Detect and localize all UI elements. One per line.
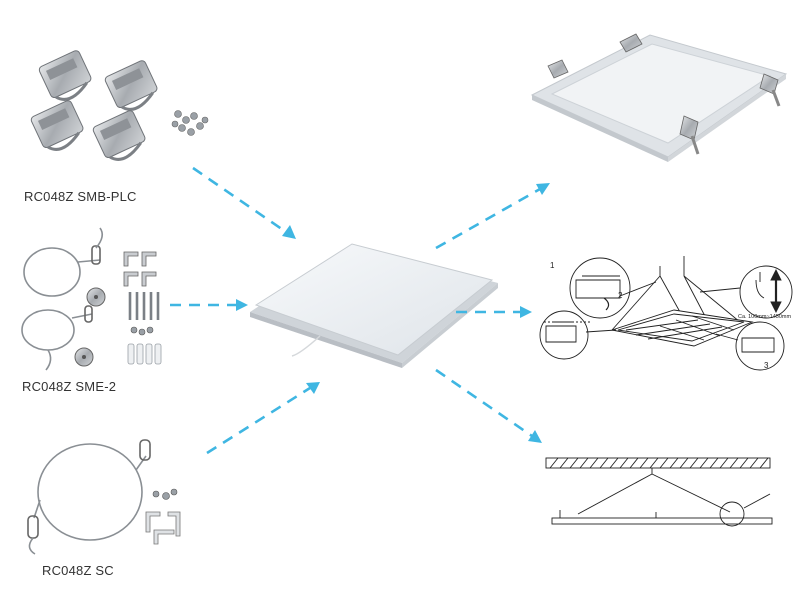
kit-label-sme: RC048Z SME-2	[22, 379, 117, 394]
wall-plug-icon	[127, 343, 162, 365]
panel-light-icon	[250, 243, 498, 368]
spring-clip-kit	[30, 50, 209, 161]
kit-label-plc: RC048Z SMB-PLC	[24, 189, 137, 204]
arrow-icon	[456, 306, 532, 318]
arrow-icon	[170, 299, 248, 311]
flow-arrows	[170, 166, 550, 455]
arrow-icon	[435, 183, 550, 250]
kit-label-sc: RC048Z SC	[42, 563, 114, 578]
screw-icon	[171, 110, 209, 136]
suspension-drawing	[539, 256, 793, 371]
arrow-icon	[206, 382, 320, 455]
steel-wire-icon	[21, 227, 104, 371]
screw-icon	[128, 292, 160, 320]
steel-wire-kit	[21, 227, 162, 371]
spring-clip-icon	[30, 100, 84, 151]
arrow-icon	[192, 166, 296, 239]
steel-wire-icon	[27, 439, 151, 555]
bracket-icon	[145, 511, 181, 545]
arrow-icon	[435, 368, 542, 443]
bracket-icon	[123, 251, 157, 287]
anchor-disc-icon	[74, 287, 106, 367]
spring-clip-icon	[104, 60, 158, 111]
dimension-label: Ca. 100mm~1450mm	[738, 314, 791, 320]
spring-clip-icon	[92, 110, 146, 161]
spring-clip-icon	[38, 50, 92, 101]
step-label: 2	[618, 291, 623, 300]
screw-icon	[152, 488, 178, 500]
step-label: 3	[764, 361, 769, 370]
step-label: 1	[550, 261, 555, 270]
recessed-panel-icon	[530, 33, 788, 162]
screw-icon	[130, 326, 154, 336]
ceiling-diagram-icon	[545, 457, 773, 527]
double-arrow-icon	[770, 268, 782, 314]
spring-clip-icon	[547, 33, 781, 155]
single-wire-kit	[27, 439, 181, 555]
